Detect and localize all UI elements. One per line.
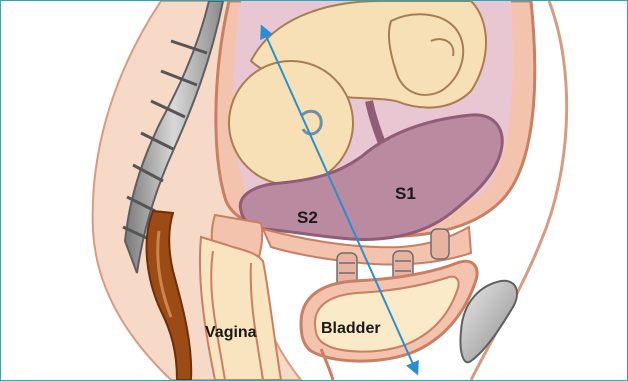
label-bladder: Bladder bbox=[321, 320, 381, 337]
label-s1: S1 bbox=[395, 184, 416, 203]
label-vagina: Vagina bbox=[205, 324, 257, 341]
fetal-limbs bbox=[389, 14, 463, 95]
label-s2: S2 bbox=[297, 208, 318, 227]
fetal-head bbox=[229, 61, 353, 185]
